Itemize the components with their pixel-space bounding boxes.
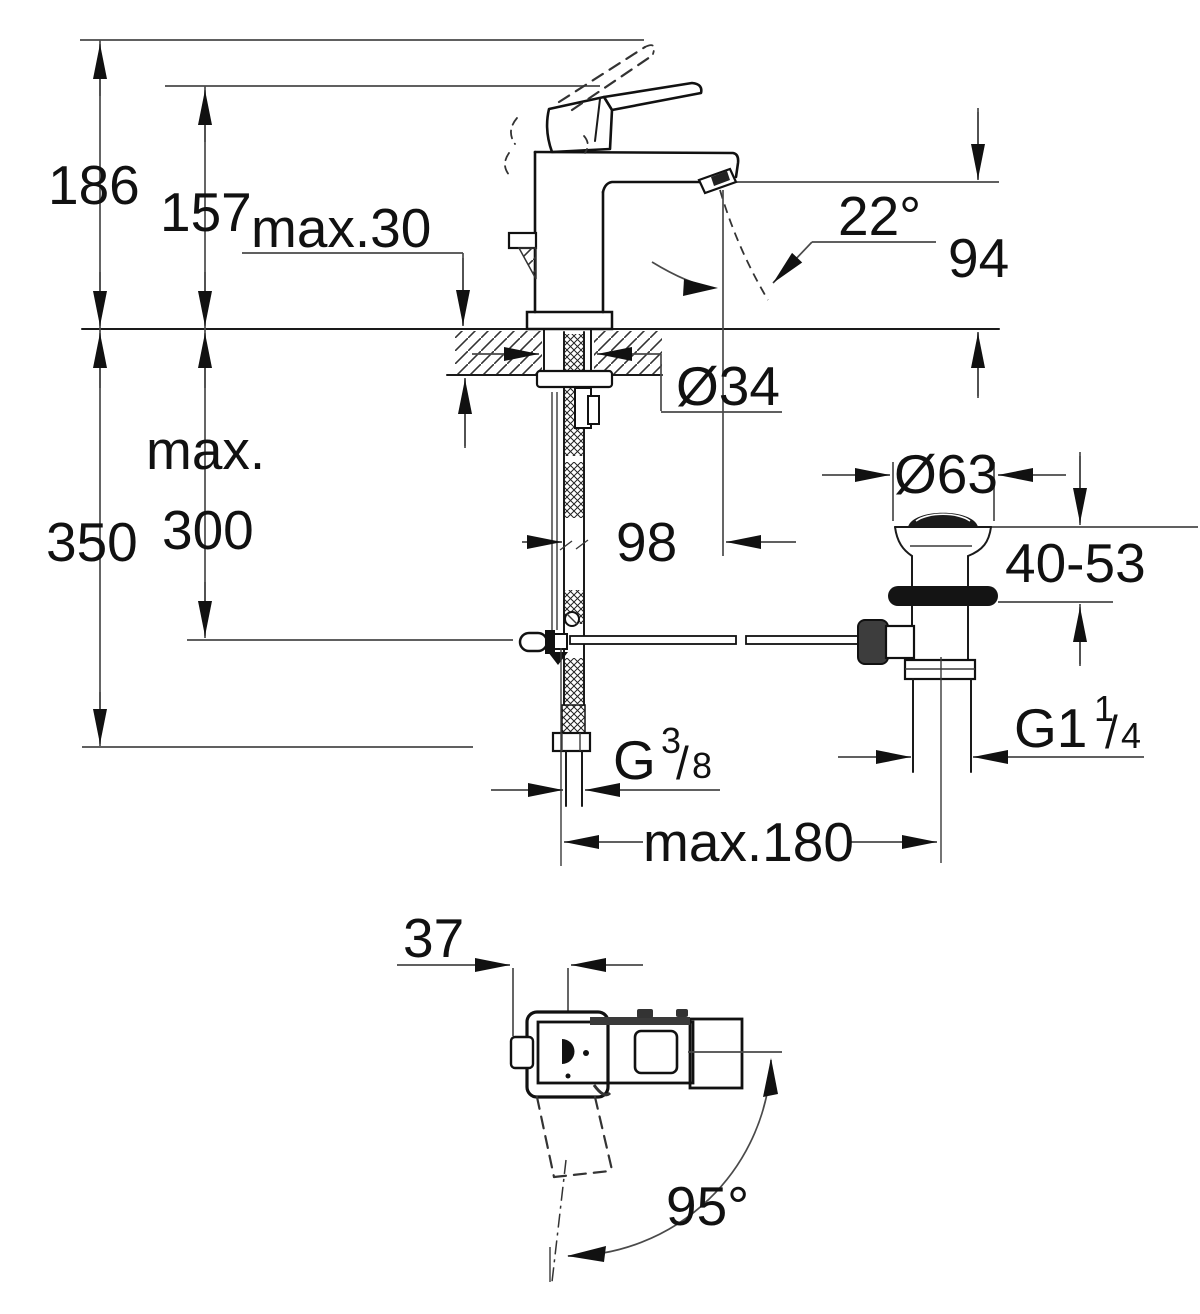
label-waste-flange-diameter: Ø63 [894, 443, 998, 505]
svg-text:/: / [676, 737, 689, 789]
label-waste-thread: G1 1 / 4 [1014, 688, 1141, 759]
svg-text:/: / [1105, 706, 1118, 758]
label-handle-swivel-angle: 95° [666, 1175, 749, 1237]
svg-text:3: 3 [661, 720, 681, 761]
water-stream-line [719, 189, 769, 301]
faucet-plan [509, 1009, 744, 1099]
pop-up-knob [507, 231, 538, 250]
waste-o-ring [888, 586, 998, 606]
label-clamping-range: 40-53 [1005, 532, 1146, 594]
label-handle-front-offset: 37 [403, 907, 464, 969]
lever-handle [545, 81, 703, 154]
aerator-plan [633, 1029, 679, 1075]
faucet-body [504, 44, 769, 331]
dimension-arrows [93, 44, 1144, 849]
lever-raised-dashed [504, 44, 655, 178]
label-rod-to-waste-distance: max.180 [643, 811, 854, 873]
svg-text:G1: G1 [1014, 697, 1087, 759]
lever-tab-plan [509, 1035, 535, 1070]
hex-nut [551, 731, 592, 753]
threaded-connector [561, 704, 586, 734]
label-deck-thickness: max.30 [251, 197, 431, 259]
label-hole-diameter: Ø34 [676, 355, 780, 417]
label-hose-length: 350 [46, 511, 138, 573]
spout-aerator [697, 167, 738, 195]
rod-knurled-knob [857, 619, 889, 665]
svg-text:1: 1 [1094, 688, 1114, 729]
svg-text:G: G [613, 729, 656, 791]
svg-text:4: 4 [1121, 715, 1141, 756]
label-spout-angle: 22° [838, 185, 921, 247]
pop-up-rod [569, 635, 737, 645]
label-total-height: 186 [48, 154, 140, 216]
label-spout-outlet-height: 94 [948, 227, 1009, 289]
svg-text:8: 8 [692, 745, 712, 786]
side-view: 186 157 max.30 22° 94 Ø34 max. 300 350 9… [46, 39, 1198, 873]
rod-port [884, 624, 916, 660]
top-view: 37 95° [397, 907, 782, 1283]
spout-plan [688, 1017, 744, 1090]
angle-arc [651, 261, 715, 289]
mounting-washer [535, 369, 614, 389]
under-counter-assembly [518, 329, 865, 807]
label-rod-max-value: 300 [162, 499, 254, 561]
label-spout-reach: 98 [616, 511, 677, 573]
label-supply-thread: G 3 / 8 [613, 720, 712, 791]
label-spout-line-height: 157 [160, 181, 252, 243]
waste-assembly [857, 512, 998, 773]
base-escutcheon [525, 310, 614, 331]
label-rod-max-word: max. [146, 419, 265, 481]
counter-section [446, 331, 663, 376]
swivel-annotation: 95° [535, 1051, 782, 1283]
